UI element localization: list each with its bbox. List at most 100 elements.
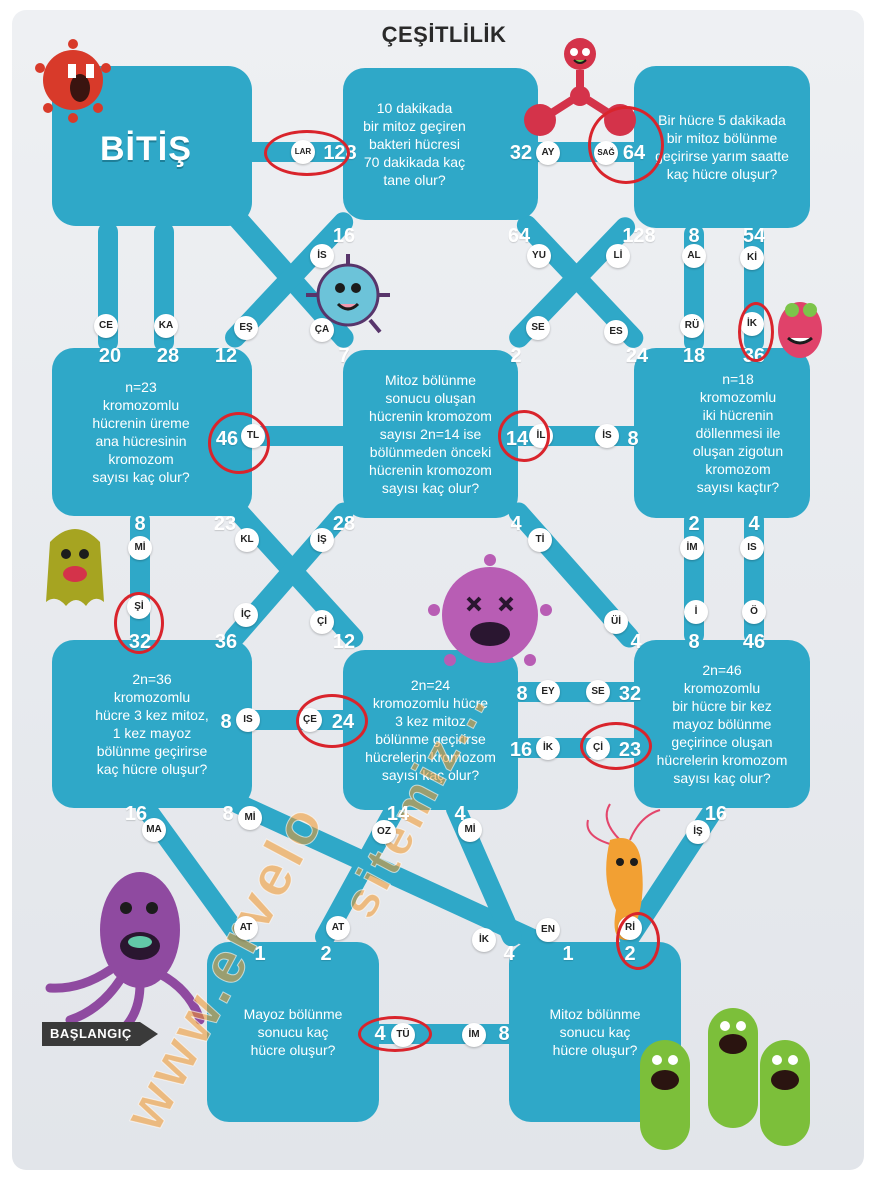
answer-number[interactable]: 4 xyxy=(454,803,466,825)
syllable-badge[interactable]: SAĞ xyxy=(594,141,618,165)
syllable-badge[interactable]: AY xyxy=(536,141,560,165)
answer-number[interactable]: 128 xyxy=(622,225,656,247)
syllable-badge[interactable]: EY xyxy=(536,680,560,704)
syllable-badge[interactable]: İL xyxy=(529,424,553,448)
answer-number[interactable]: 8 xyxy=(688,225,700,247)
answer-number[interactable]: 32 xyxy=(509,142,533,164)
question-box-mid-right[interactable]: n=18 kromozomlu iki hücrenin döllenmesi … xyxy=(634,348,810,518)
syllable-badge[interactable]: TÜ xyxy=(391,1023,415,1047)
syllable-badge[interactable]: SE xyxy=(586,680,610,704)
syllable-badge[interactable]: EŞ xyxy=(234,316,258,340)
syllable-badge[interactable]: EN xyxy=(536,918,560,942)
syllable-badge[interactable]: Mİ xyxy=(238,806,262,830)
answer-number[interactable]: 20 xyxy=(98,345,122,367)
syllable-badge[interactable]: Şİ xyxy=(127,595,151,619)
answer-number[interactable]: 1 xyxy=(562,943,574,965)
answer-number[interactable]: 1 xyxy=(254,943,266,965)
answer-number[interactable]: 8 xyxy=(498,1023,510,1045)
syllable-badge[interactable]: AT xyxy=(234,916,258,940)
syllable-badge[interactable]: Mİ xyxy=(458,818,482,842)
syllable-badge[interactable]: Tİ xyxy=(528,528,552,552)
syllable-badge[interactable]: AT xyxy=(326,916,350,940)
syllable-badge[interactable]: ÇA xyxy=(310,318,334,342)
syllable-badge[interactable]: LAR xyxy=(291,140,315,164)
answer-number[interactable]: 8 xyxy=(220,711,232,733)
syllable-badge[interactable]: KA xyxy=(154,314,178,338)
answer-number[interactable]: 2 xyxy=(320,943,332,965)
syllable-badge[interactable]: Lİ xyxy=(606,244,630,268)
syllable-badge[interactable]: SE xyxy=(526,316,550,340)
answer-number[interactable]: 64 xyxy=(507,225,531,247)
syllable-badge[interactable]: İK xyxy=(472,928,496,952)
syllable-badge[interactable]: YU xyxy=(527,244,551,268)
answer-number[interactable]: 7 xyxy=(338,345,350,367)
question-box-low-right[interactable]: 2n=46 kromozomlu bir hücre bir kez mayoz… xyxy=(634,640,810,808)
answer-number[interactable]: 18 xyxy=(682,345,706,367)
answer-number[interactable]: 4 xyxy=(374,1023,386,1045)
answer-number[interactable]: 36 xyxy=(742,345,766,367)
syllable-badge[interactable]: Çİ xyxy=(310,610,334,634)
syllable-badge[interactable]: Üİ xyxy=(604,610,628,634)
syllable-badge[interactable]: İS xyxy=(310,244,334,268)
answer-number[interactable]: 2 xyxy=(624,943,636,965)
syllable-badge[interactable]: İŞ xyxy=(310,528,334,552)
answer-number[interactable]: 4 xyxy=(748,513,760,535)
answer-number[interactable]: 32 xyxy=(618,683,642,705)
syllable-badge[interactable]: İK xyxy=(740,312,764,336)
answer-number[interactable]: 16 xyxy=(124,803,148,825)
answer-number[interactable]: 4 xyxy=(510,513,522,535)
answer-number[interactable]: 46 xyxy=(742,631,766,653)
answer-number[interactable]: 16 xyxy=(704,803,728,825)
syllable-badge[interactable]: Kİ xyxy=(740,246,764,270)
answer-number[interactable]: 14 xyxy=(505,428,529,450)
syllable-badge[interactable]: IS xyxy=(236,708,260,732)
question-box-low-center[interactable]: 2n=24 kromozomlu hücre 3 kez mitoz bölün… xyxy=(343,650,518,810)
syllable-badge[interactable]: İŞ xyxy=(686,820,710,844)
answer-number[interactable]: 36 xyxy=(214,631,238,653)
answer-number[interactable]: 24 xyxy=(331,711,355,733)
syllable-badge[interactable]: İM xyxy=(680,536,704,560)
question-box-top-right[interactable]: Bir hücre 5 dakikada bir mitoz bölünme g… xyxy=(634,66,810,228)
syllable-badge[interactable]: İS xyxy=(595,424,619,448)
answer-number[interactable]: 54 xyxy=(742,225,766,247)
answer-number[interactable]: 4 xyxy=(503,943,515,965)
answer-number[interactable]: 23 xyxy=(618,739,642,761)
syllable-badge[interactable]: Ö xyxy=(742,600,766,624)
answer-number[interactable]: 16 xyxy=(332,225,356,247)
answer-number[interactable]: 8 xyxy=(688,631,700,653)
question-box-bottom-left[interactable]: Mayoz bölünme sonucu kaç hücre oluşur? xyxy=(207,942,379,1122)
syllable-badge[interactable]: OZ xyxy=(372,820,396,844)
question-box-top-center[interactable]: 10 dakikada bir mitoz geçiren bakteri hü… xyxy=(343,68,538,220)
syllable-badge[interactable]: Çİ xyxy=(586,736,610,760)
answer-number[interactable]: 23 xyxy=(213,513,237,535)
syllable-badge[interactable]: RÜ xyxy=(680,314,704,338)
answer-number[interactable]: 14 xyxy=(386,803,410,825)
answer-number[interactable]: 8 xyxy=(627,428,639,450)
answer-number[interactable]: 12 xyxy=(214,345,238,367)
answer-number[interactable]: 24 xyxy=(625,345,649,367)
syllable-badge[interactable]: Mİ xyxy=(128,536,152,560)
syllable-badge[interactable]: ÇE xyxy=(298,708,322,732)
answer-number[interactable]: 128 xyxy=(323,142,357,164)
answer-number[interactable]: 8 xyxy=(516,683,528,705)
answer-number[interactable]: 2 xyxy=(688,513,700,535)
answer-number[interactable]: 28 xyxy=(332,513,356,535)
syllable-badge[interactable]: ES xyxy=(604,320,628,344)
syllable-badge[interactable]: KL xyxy=(235,528,259,552)
answer-number[interactable]: 64 xyxy=(622,142,646,164)
syllable-badge[interactable]: AL xyxy=(682,244,706,268)
syllable-badge[interactable]: İÇ xyxy=(234,603,258,627)
answer-number[interactable]: 32 xyxy=(128,631,152,653)
answer-number[interactable]: 16 xyxy=(509,739,533,761)
syllable-badge[interactable]: IS xyxy=(740,536,764,560)
answer-number[interactable]: 4 xyxy=(630,631,642,653)
answer-number[interactable]: 8 xyxy=(222,803,234,825)
question-box-mid-center[interactable]: Mitoz bölünme sonucu oluşan hücrenin kro… xyxy=(343,350,518,518)
syllable-badge[interactable]: CE xyxy=(94,314,118,338)
syllable-badge[interactable]: İM xyxy=(462,1023,486,1047)
question-box-low-left[interactable]: 2n=36 kromozomlu hücre 3 kez mitoz, 1 ke… xyxy=(52,640,252,808)
syllable-badge[interactable]: MA xyxy=(142,818,166,842)
answer-number[interactable]: 12 xyxy=(332,631,356,653)
syllable-badge[interactable]: İ xyxy=(684,600,708,624)
syllable-badge[interactable]: Rİ xyxy=(618,916,642,940)
